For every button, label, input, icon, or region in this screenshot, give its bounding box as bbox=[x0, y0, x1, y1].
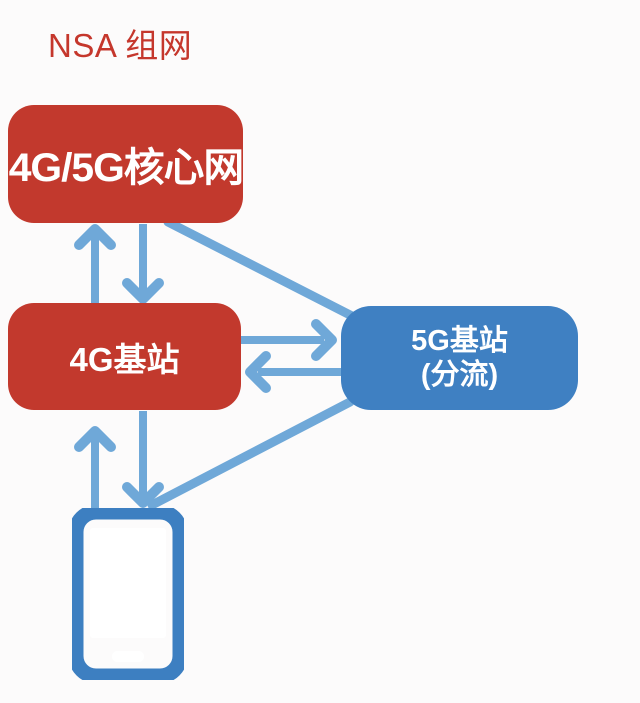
connector-core-to-5g bbox=[163, 217, 357, 321]
node-base-station-5g[interactable]: 5G基站 (分流) bbox=[341, 306, 578, 410]
node-core-network-label: 4G/5G核心网 bbox=[8, 146, 243, 190]
node-core-network[interactable]: 4G/5G核心网 bbox=[8, 105, 244, 223]
connector-4g-to-5g-right bbox=[241, 324, 332, 356]
connector-core-to-4g-down bbox=[127, 224, 159, 299]
connector-device-to-4g-up bbox=[79, 431, 111, 512]
smartphone-icon[interactable] bbox=[72, 508, 184, 680]
connector-5g-to-device bbox=[147, 397, 355, 510]
node-base-station-5g-label-line1: 5G基站 bbox=[411, 324, 508, 357]
node-base-station-4g-label: 4G基站 bbox=[69, 340, 180, 378]
connector-5g-to-4g-left bbox=[250, 356, 341, 388]
node-base-station-5g-label-line2: (分流) bbox=[420, 359, 499, 391]
page-title: NSA 组网 bbox=[48, 27, 193, 64]
connector-4g-to-device-down bbox=[127, 411, 159, 503]
connector-4g-to-core-up bbox=[79, 229, 111, 303]
node-base-station-4g[interactable]: 4G基站 bbox=[8, 303, 241, 410]
